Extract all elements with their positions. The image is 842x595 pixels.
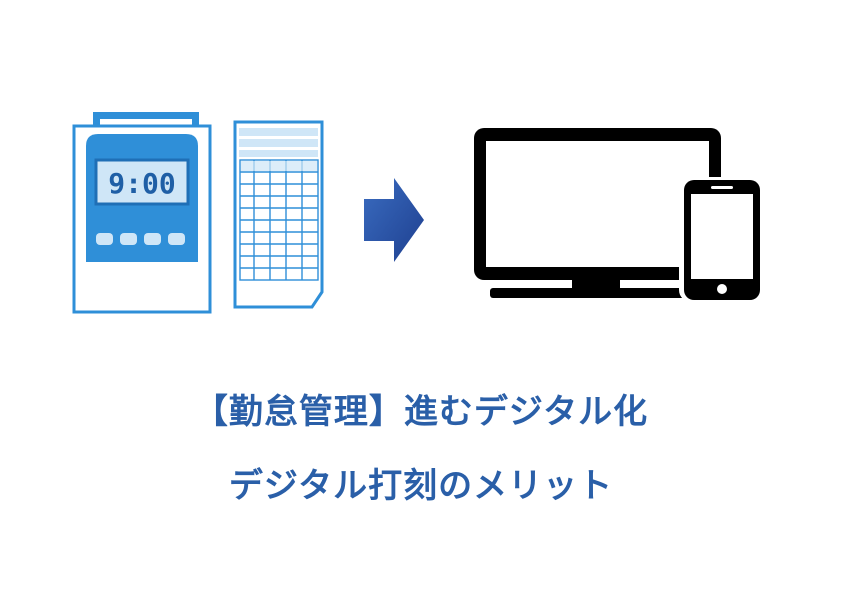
smartphone-icon	[679, 177, 763, 302]
headline-line-1: 【勤怠管理】進むデジタル化	[193, 392, 649, 432]
clock-button-1	[96, 233, 113, 245]
clock-button-3	[144, 233, 161, 245]
illustration: 9:00	[72, 112, 763, 314]
headline-line-2: デジタル打刻のメリット	[228, 466, 614, 506]
time-clock-icon: 9:00	[72, 112, 212, 314]
clock-button-4	[168, 233, 185, 245]
time-card-icon	[233, 120, 324, 309]
monitor-icon	[474, 128, 721, 298]
arrow-right-icon	[364, 178, 424, 262]
clock-button-2	[120, 233, 137, 245]
clock-time: 9:00	[108, 167, 175, 200]
